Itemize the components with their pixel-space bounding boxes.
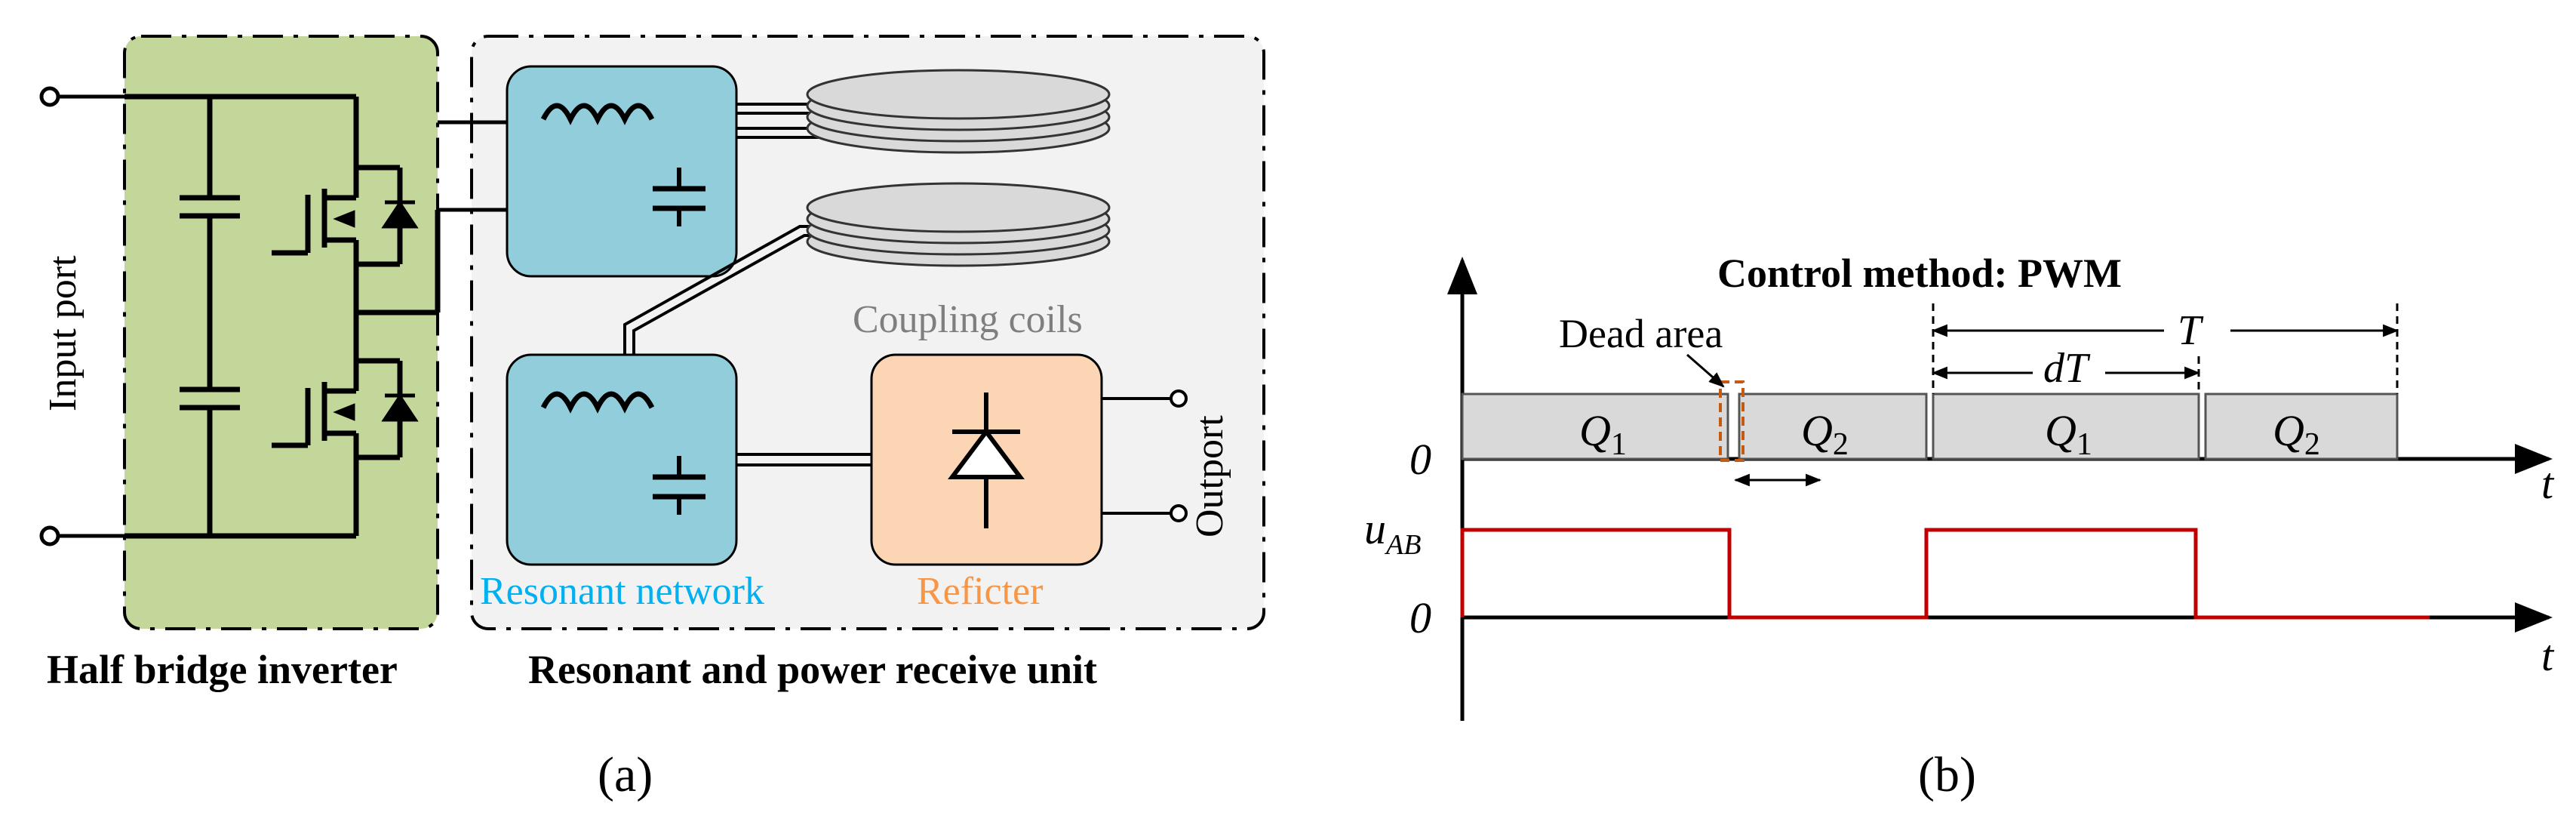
period-annotation <box>1931 303 2399 394</box>
input-terminals <box>39 86 124 546</box>
rectifier-box <box>870 353 1103 566</box>
half-bridge-label: Half bridge inverter <box>47 647 398 692</box>
gate-pulses <box>1461 392 2399 460</box>
uab-label: uAB <box>1364 504 1421 561</box>
pulse-labels: Q1 Q2 Q1 Q2 <box>1579 406 2320 462</box>
resonant-network-label: Resonant network <box>480 570 764 613</box>
pulse-label-2: Q2 <box>1801 406 1849 462</box>
caption-b: (b) <box>1918 747 1976 802</box>
uab-waveform <box>1460 528 2430 620</box>
half-bridge-block <box>123 35 439 630</box>
output-port-label: Outport <box>1188 415 1231 537</box>
caption-a: (a) <box>598 747 653 802</box>
dead-area-pointer <box>1686 353 1725 388</box>
pulse-q1-second <box>1932 392 2200 460</box>
coupling-coils <box>806 69 1111 267</box>
resonant-network-bottom <box>506 353 738 566</box>
panel-b: Control method: PWM Q1 Q2 Q1 Q2 Dead are… <box>1364 251 2555 802</box>
dead-area-label: Dead area <box>1559 311 1723 356</box>
pulse-q1-first <box>1461 392 1729 460</box>
panel-a: Coupling coils Reso <box>39 35 1265 802</box>
resonant-to-rectifier-wires <box>736 453 871 466</box>
t-label-top: t <box>2541 459 2555 508</box>
duty-label: dT <box>2043 345 2091 392</box>
resonant-network-top <box>506 65 738 278</box>
zero-label-bottom: 0 <box>1409 593 1431 642</box>
pulse-label-3: Q1 <box>2045 406 2092 462</box>
zero-label-top: 0 <box>1409 435 1431 484</box>
inverter-to-resonant-wires <box>438 120 507 212</box>
pulse-q2-second <box>2204 392 2399 460</box>
input-port-label: Input port <box>41 255 85 411</box>
coupling-coils-label: Coupling coils <box>853 298 1083 341</box>
timing-title: Control method: PWM <box>1717 251 2122 296</box>
dead-area-box <box>1719 380 1744 462</box>
pulse-label-4: Q2 <box>2273 406 2320 462</box>
period-label: T <box>2178 307 2204 354</box>
output-terminals <box>1102 389 1188 522</box>
rectifier-label: Reficter <box>917 570 1043 613</box>
switch-diodes <box>333 200 419 422</box>
pulse-label-1: Q1 <box>1579 406 1627 462</box>
t-label-bottom: t <box>2541 631 2555 680</box>
resonant-unit-label: Resonant and power receive unit <box>528 647 1097 692</box>
half-bridge-circuit <box>124 94 441 539</box>
pulse-q2-first <box>1738 392 1928 460</box>
